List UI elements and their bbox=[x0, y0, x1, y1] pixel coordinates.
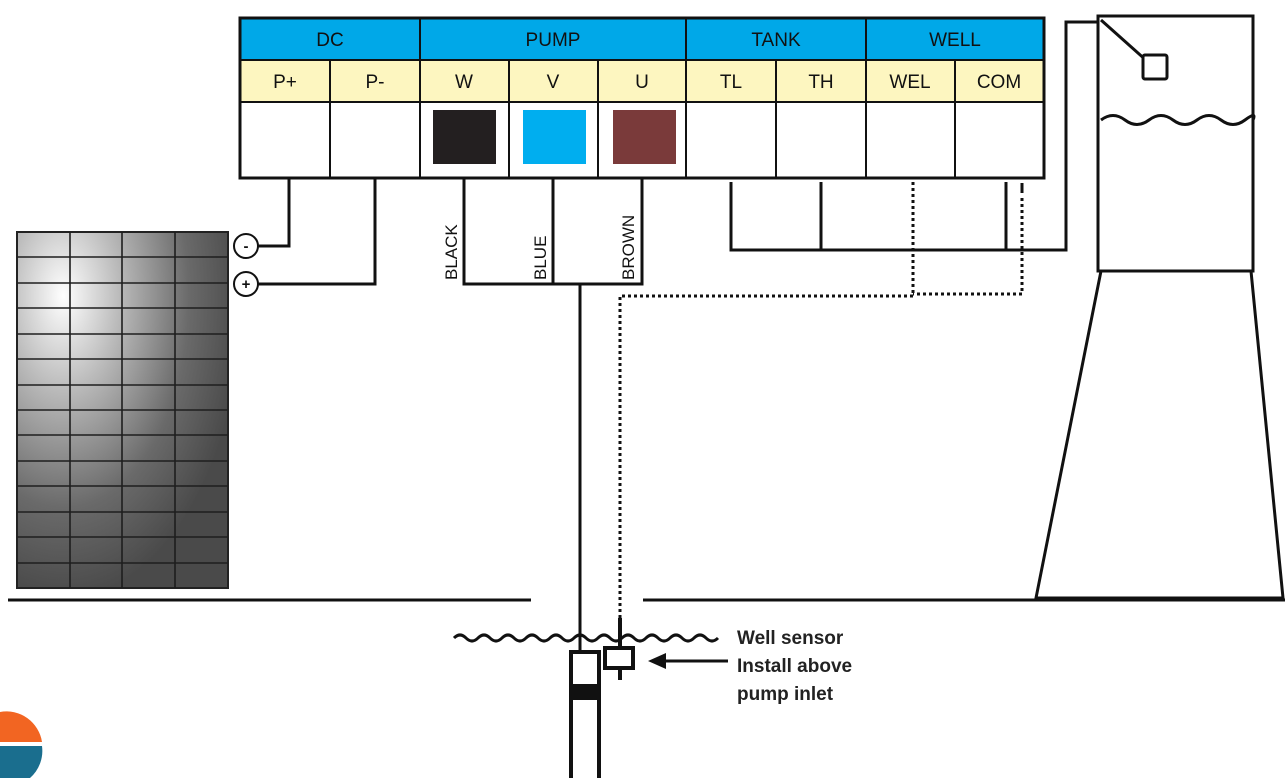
screw-cell-wel bbox=[865, 101, 956, 179]
terminal-label-p-plus: P+ bbox=[273, 72, 297, 93]
sensor-note-line1: Well sensor bbox=[737, 628, 844, 649]
wire-p-plus bbox=[258, 179, 291, 248]
group-label-pump: PUMP bbox=[526, 30, 581, 51]
water-tank-icon bbox=[1034, 14, 1285, 600]
logo-icon bbox=[0, 711, 43, 778]
wire-label-blue: BLUE bbox=[531, 236, 550, 280]
wire-com-dotted bbox=[913, 198, 1024, 296]
terminal-cell-wel bbox=[865, 59, 956, 103]
panel-plus-label: + bbox=[242, 276, 251, 293]
screw-cell-p-plus bbox=[239, 101, 331, 179]
panel-minus-label: - bbox=[244, 238, 249, 255]
terminal-block-frame bbox=[238, 16, 1046, 180]
wire-sensor-dotted bbox=[618, 294, 913, 640]
swatch-brown bbox=[613, 110, 676, 164]
group-label-dc: DC bbox=[316, 30, 343, 51]
panel-plus-terminal: + bbox=[233, 271, 259, 297]
well-water-surface bbox=[452, 633, 720, 643]
terminal-label-p-minus: P- bbox=[366, 72, 385, 93]
screw-cell-p-minus bbox=[329, 101, 421, 179]
tank-wires bbox=[729, 20, 1098, 252]
well-sensor-probe bbox=[603, 618, 635, 680]
terminal-cell-v bbox=[508, 59, 599, 103]
panel-minus-terminal: - bbox=[233, 233, 259, 259]
swatch-blue bbox=[523, 110, 586, 164]
terminal-label-v: V bbox=[547, 72, 560, 93]
terminal-label-w: W bbox=[455, 72, 473, 93]
terminal-label-wel: WEL bbox=[889, 72, 930, 93]
wire-tl bbox=[729, 20, 1098, 252]
terminal-label-com: COM bbox=[977, 72, 1021, 93]
screw-cell-com bbox=[954, 101, 1045, 179]
terminal-label-th: TH bbox=[808, 72, 833, 93]
terminal-cell-p-minus bbox=[329, 59, 421, 103]
screw-cell-th bbox=[775, 101, 867, 179]
pump-wires bbox=[462, 179, 644, 652]
screw-cell-tl bbox=[685, 101, 777, 179]
group-header-pump bbox=[419, 17, 687, 61]
submersible-pump-icon bbox=[569, 650, 601, 778]
group-label-tank: TANK bbox=[751, 30, 801, 51]
terminal-block: DC PUMP TANK WELL P+ P- W V U TL TH WEL … bbox=[238, 16, 1046, 180]
well-sensor-wires bbox=[618, 182, 1024, 640]
sensor-arrow-icon bbox=[648, 653, 728, 669]
solar-panel-icon bbox=[16, 231, 229, 589]
tank-water-surface bbox=[1100, 114, 1256, 126]
sensor-note-line3: pump inlet bbox=[737, 684, 834, 705]
dc-wires bbox=[258, 179, 377, 286]
swatch-black bbox=[433, 110, 496, 164]
sensor-note-line2: Install above bbox=[737, 656, 852, 677]
wire-p-minus bbox=[258, 179, 377, 286]
wire-label-brown: BROWN bbox=[619, 215, 638, 280]
terminal-cell-tl bbox=[685, 59, 777, 103]
wire-label-black: BLACK bbox=[442, 224, 461, 280]
terminal-label-tl: TL bbox=[720, 72, 742, 93]
terminal-label-u: U bbox=[635, 72, 649, 93]
float-switch-icon bbox=[1100, 18, 1169, 81]
group-label-well: WELL bbox=[929, 30, 981, 51]
